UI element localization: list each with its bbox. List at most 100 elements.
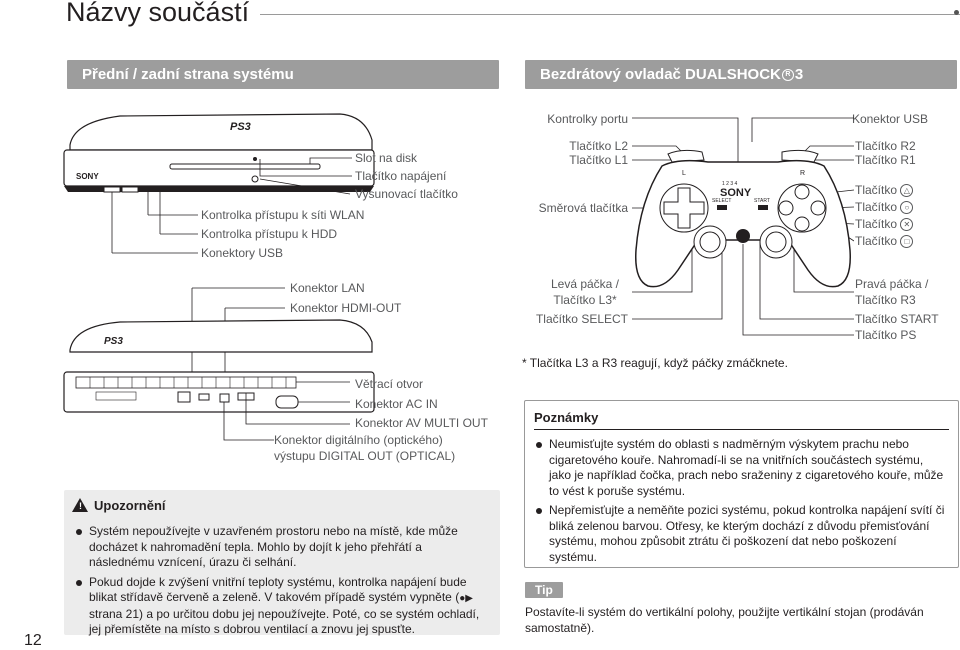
controller-sony-logo: SONY [720,187,752,199]
label-left-stick-2: Tlačítko L3* [553,293,617,307]
l2-button[interactable] [667,149,705,163]
hdmi-port [198,393,210,401]
label-hdd-light: Kontrolka přístupu k HDD [201,227,338,241]
tip-text: Postavíte-li systém do vertikální polohy… [525,605,924,635]
usb-port-1 [103,186,121,193]
page-reference-icon: ●▶ [459,593,473,604]
label-cross-text: Tlačítko [855,217,898,231]
label-triangle: Tlačítko △ [855,182,914,199]
page-title: Názvy součástí [66,0,250,27]
label-usb-controller: Konektor USB [851,112,928,126]
optical-port [219,393,230,403]
label-lan: Konektor LAN [290,281,365,295]
circle-button[interactable] [810,200,826,216]
caution-list: Systém nepoužívejte v uzavřeném prostoru… [76,524,490,642]
label-r1: Tlačítko R1 [855,153,916,167]
label-vent: Větrací otvor [355,377,424,391]
label-l1: Tlačítko L1 [569,153,628,167]
select-button[interactable] [717,205,727,210]
controller-l-label: L [682,170,686,177]
label-cross: Tlačítko ✕ [855,216,914,233]
label-usb-ports: Konektory USB [201,246,284,260]
ps3-logo-top: PS3 [230,121,251,133]
ps-button[interactable] [736,229,750,243]
controller-footnote: * Tlačítka L3 a R3 reagují, když páčky z… [522,356,788,370]
cross-icon: ✕ [900,218,914,232]
label-square: Tlačítko □ [855,233,914,250]
label-left-stick-1: Levá páčka / [550,277,620,291]
label-digital-out-1: Konektor digitálního (optického) [274,433,443,447]
usb-port-2 [121,186,139,193]
section-header-controller-suffix: 3 [794,66,804,83]
triangle-button[interactable] [794,184,810,200]
label-power-button: Tlačítko napájení [355,169,447,183]
controller-diagram: L R 1 2 3 4 SONY SELECT START [632,117,854,336]
ac-in-port [275,395,299,409]
circle-icon: ○ [900,201,914,215]
label-right-stick-1: Pravá páčka / [855,277,929,291]
console-rear-diagram: PS3 [63,287,375,441]
label-triangle-text: Tlačítko [855,183,898,197]
eject-button[interactable] [251,175,259,183]
warning-icon: ! [72,498,88,512]
notes-rule [534,429,949,430]
title-dot [954,10,959,15]
label-select: Tlačítko SELECT [535,312,628,326]
label-disc-slot: Slot na disk [355,151,418,165]
power-button[interactable] [253,157,257,161]
section-header-controller-text: Bezdrátový ovladač DUALSHOCK [540,66,781,83]
sony-logo-front: SONY [76,172,99,181]
square-icon: □ [900,235,914,249]
page-number: 12 [24,632,42,649]
vent-grille [75,376,297,389]
label-eject-button: Vysunovací tlačítko [355,187,458,201]
caution-item: Pokud dojde k zvýšení vnitřní teploty sy… [76,575,490,638]
notes-item: Nepřemisťujte a neměňte pozici systému, … [536,503,946,565]
dpad[interactable] [659,183,709,233]
caution-header: ! Upozornění [72,498,166,513]
start-button[interactable] [758,205,768,210]
label-start: Tlačítko START [855,312,939,326]
label-hdmi: Konektor HDMI-OUT [290,301,402,315]
label-right-stick-2: Tlačítko R3 [855,293,916,307]
triangle-icon: △ [900,184,914,198]
caution-item-text-2: Pokud dojde k zvýšení vnitřní teploty sy… [89,574,467,605]
square-button[interactable] [778,200,794,216]
label-circle: Tlačítko ○ [855,199,914,216]
caution-item: Systém nepoužívejte v uzavřeném prostoru… [76,524,490,571]
console-front-diagram: PS3 SONY [63,113,375,254]
ps3-logo-rear: PS3 [104,336,123,347]
tip-badge: Tip [525,582,563,598]
lan-port [177,391,191,403]
caution-panel: ! Upozornění Systém nepoužívejte v uzavře… [64,490,500,636]
label-av-multi: Konektor AV MULTI OUT [355,416,488,430]
caution-item-text-1: Systém nepoužívejte v uzavřeném prostoru… [89,524,458,569]
notes-title: Poznámky [534,410,599,425]
cross-button[interactable] [794,216,810,232]
caution-title: Upozornění [94,498,166,513]
label-dpad: Směrová tlačítka [538,201,628,215]
controller-start-label: START [754,198,770,204]
notes-panel: Poznámky Neumisťujte systém do oblasti s… [524,400,959,568]
notes-item: Neumisťujte systém do oblasti s nadměrný… [536,437,946,499]
label-wlan-light: Kontrolka přístupu k síti WLAN [201,208,365,222]
label-port-lights: Kontrolky portu [547,112,628,126]
notes-list: Neumisťujte systém do oblasti s nadměrný… [536,437,946,569]
label-digital-out-2: výstupu DIGITAL OUT (OPTICAL) [274,449,456,463]
controller-r-label: R [800,170,805,177]
caution-item-text-3: strana 21) a po určitou dobu jej nepouží… [89,606,480,637]
port-lights-digits: 1 2 3 4 [722,181,738,187]
label-circle-text: Tlačítko [855,200,898,214]
label-square-text: Tlačítko [855,234,898,248]
label-l2: Tlačítko L2 [569,139,628,153]
section-header-system: Přední / zadní strana systému [67,60,499,89]
label-ac-in: Konektor AC IN [355,397,438,411]
title-rule [260,14,960,15]
controller-select-label: SELECT [712,198,731,204]
registered-icon: R [781,69,794,82]
label-r2: Tlačítko R2 [855,139,916,153]
r2-button[interactable] [781,149,819,163]
notes-item-text-2: Nepřemisťujte a neměňte pozici systému, … [549,503,945,564]
label-ps: Tlačítko PS [855,328,917,342]
